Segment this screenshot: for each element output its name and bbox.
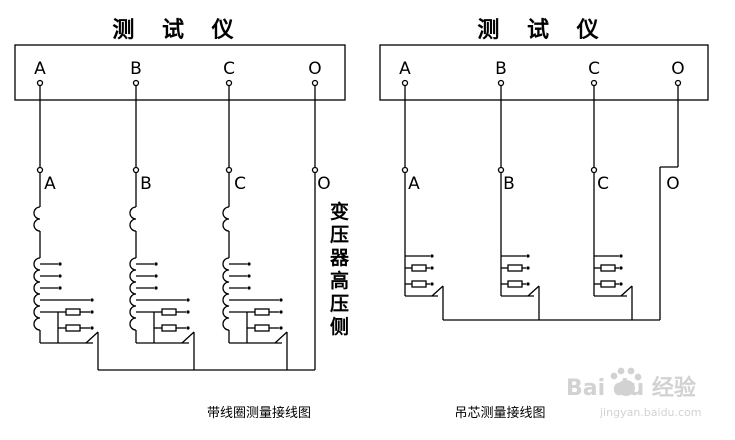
- right-winding-terminal-a: A: [408, 174, 420, 194]
- right-diagram: 测 试 仪 A B C O A B C O: [379, 18, 709, 421]
- left-winding-terminal-b: B: [140, 174, 152, 194]
- right-instr-terminal-b: B: [495, 59, 507, 79]
- right-caption: 吊芯测量接线图: [454, 405, 545, 421]
- left-phase-b-winding: [129, 173, 195, 370]
- left-phase-c-winding: [222, 173, 288, 370]
- side-label-char-1: 变: [330, 200, 349, 223]
- paw-logo-icon: [610, 367, 642, 396]
- right-instrument-box: [379, 44, 709, 101]
- left-instrument-title: 测 试 仪: [112, 18, 243, 43]
- left-winding-terminal-o: O: [317, 174, 330, 194]
- left-winding-terminal-a: A: [44, 174, 56, 194]
- watermark: Bai du 经验 jingyan.baidu.com: [566, 367, 702, 419]
- right-instr-terminal-c: C: [588, 59, 600, 79]
- right-instr-terminal-o: O: [671, 59, 684, 79]
- side-label-char-4: 高: [330, 269, 349, 292]
- left-side-label: 变 压 器 高 压 侧: [329, 200, 356, 338]
- left-test-leads: [36, 86, 319, 174]
- right-winding-terminal-o: O: [666, 174, 679, 194]
- left-instr-terminal-o: O: [308, 59, 321, 79]
- right-phase-c-tap: [593, 173, 633, 320]
- left-winding-terminal-c: C: [234, 174, 246, 194]
- right-phase-a-tap: [404, 173, 444, 320]
- left-instr-terminal-b: B: [130, 59, 142, 79]
- watermark-brand: Bai du 经验: [566, 375, 696, 401]
- right-winding-terminal-b: B: [503, 174, 515, 194]
- right-instrument-title: 测 试 仪: [477, 18, 608, 43]
- side-label-char-2: 压: [330, 224, 349, 246]
- left-instrument-box: [14, 44, 346, 101]
- left-instr-terminal-a: A: [34, 59, 46, 79]
- left-phase-a-winding: [33, 173, 99, 370]
- right-test-leads: [401, 86, 679, 320]
- left-caption: 带线圈测量接线图: [207, 405, 311, 421]
- right-phase-b-tap: [500, 173, 540, 320]
- side-label-char-6: 侧: [330, 316, 349, 338]
- left-instr-terminal-dots: [36, 79, 319, 87]
- left-instr-terminal-c: C: [223, 59, 235, 79]
- right-instr-terminal-dots: [401, 79, 682, 87]
- right-instr-terminal-a: A: [399, 59, 411, 79]
- left-neutral-and-bus: [98, 173, 316, 371]
- right-winding-terminal-c: C: [597, 174, 609, 194]
- side-label-char-3: 器: [329, 247, 350, 269]
- left-diagram: 测 试 仪 A B C O A B C O: [14, 18, 356, 421]
- side-label-char-5: 压: [330, 293, 349, 315]
- watermark-url: jingyan.baidu.com: [599, 406, 702, 419]
